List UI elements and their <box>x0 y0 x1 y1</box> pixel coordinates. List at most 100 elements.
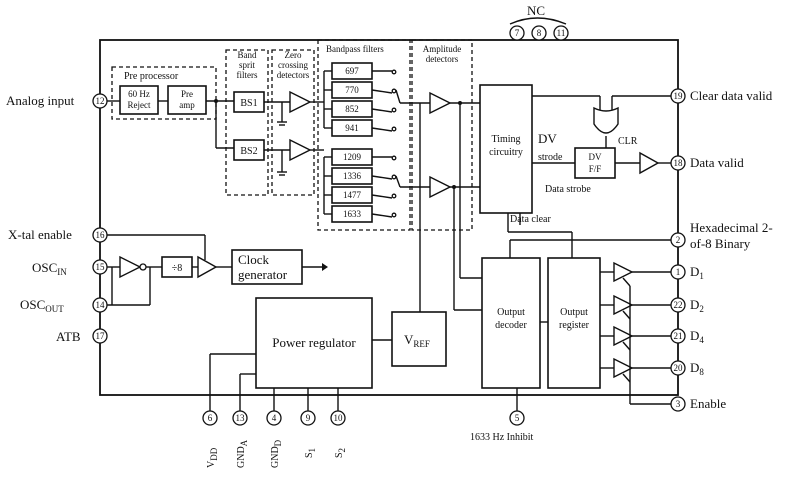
pin-xtal-16: 16 <box>92 227 108 243</box>
svg-text:1633 Hz Inhibit: 1633 Hz Inhibit <box>470 432 534 443</box>
svg-text:filters: filters <box>237 70 258 80</box>
svg-text:X-tal enable: X-tal enable <box>8 227 72 242</box>
svg-text:circuitry: circuitry <box>489 147 523 158</box>
svg-text:BS1: BS1 <box>240 98 257 109</box>
pin-data-valid-18: 18 <box>670 155 686 171</box>
svg-text:14: 14 <box>96 300 106 310</box>
svg-text:register: register <box>559 320 590 331</box>
svg-text:8: 8 <box>537 28 542 38</box>
svg-text:9: 9 <box>306 413 311 423</box>
svg-text:7: 7 <box>515 28 520 38</box>
svg-text:D8: D8 <box>690 360 704 377</box>
svg-text:D4: D4 <box>690 328 704 345</box>
bandpass-filter-label: 770 <box>345 85 359 95</box>
amplitude-detector-1 <box>429 91 452 115</box>
svg-text:19: 19 <box>674 91 684 101</box>
svg-text:21: 21 <box>674 331 683 341</box>
svg-text:4: 4 <box>272 413 277 423</box>
hz-reject-filter <box>119 85 159 115</box>
svg-text:of-8 Binary: of-8 Binary <box>690 236 751 251</box>
pin-osc-in-15: 15 <box>92 259 108 275</box>
pin-nc-8: 8 <box>531 25 547 41</box>
pin-d4-21: 21 <box>670 328 686 344</box>
svg-text:20: 20 <box>674 363 684 373</box>
bandpass-label: Bandpass filters <box>326 44 384 54</box>
bandpass-filter-941 <box>331 119 373 137</box>
svg-text:1: 1 <box>676 267 681 277</box>
clock-buffer <box>197 255 218 279</box>
svg-text:15: 15 <box>96 262 106 272</box>
zero-crossing-group <box>271 49 315 196</box>
svg-text:Clear data valid: Clear data valid <box>690 88 773 103</box>
band-split-group <box>225 49 269 196</box>
pin-nc-7: 7 <box>509 25 525 41</box>
svg-text:strode: strode <box>538 152 563 163</box>
zero-crossing-comparator-1 <box>289 90 312 114</box>
pin-d1-1: 1 <box>670 264 686 280</box>
pin-osc-out-14: 14 <box>92 297 108 313</box>
analog-input-label: Analog input <box>6 93 75 108</box>
svg-text:amp: amp <box>179 100 195 110</box>
pin-s1-9: 9 <box>300 410 316 426</box>
amplitude-detector-2 <box>429 175 452 199</box>
vref <box>391 311 447 367</box>
svg-text:Clock: Clock <box>238 252 270 267</box>
output-buffer-2 <box>613 294 634 316</box>
svg-text:Hexadecimal 2-: Hexadecimal 2- <box>690 220 773 235</box>
svg-text:generator: generator <box>238 267 288 282</box>
svg-text:detectors: detectors <box>426 54 459 64</box>
svg-text:2: 2 <box>676 235 681 245</box>
pin-gnda-13: 13 <box>232 410 248 426</box>
svg-text:Reject: Reject <box>128 100 151 110</box>
svg-text:CLR: CLR <box>618 136 638 147</box>
svg-text:GNDA: GNDA <box>236 439 249 468</box>
svg-text:DV: DV <box>538 131 557 146</box>
svg-text:F/F: F/F <box>589 164 602 174</box>
preamp <box>167 85 207 115</box>
pin-analog-12: 12 <box>92 93 108 109</box>
bandpass-filter-label: 1336 <box>343 171 362 181</box>
pin-atb-17: 17 <box>92 328 108 344</box>
output-decoder <box>481 257 541 389</box>
osc-inverter <box>119 255 142 279</box>
pin-s2-10: 10 <box>330 410 346 426</box>
zero-crossing-comparator-2 <box>289 138 312 162</box>
svg-text:OSCIN: OSCIN <box>32 260 67 277</box>
svg-text:10: 10 <box>334 413 344 423</box>
svg-text:Power regulator: Power regulator <box>272 335 356 350</box>
svg-text:D2: D2 <box>690 297 704 314</box>
svg-text:Timing: Timing <box>491 134 520 145</box>
svg-text:Band: Band <box>238 50 257 60</box>
svg-text:60 Hz: 60 Hz <box>128 89 150 99</box>
svg-text:detectors: detectors <box>277 70 310 80</box>
pre-processor-group <box>111 66 217 120</box>
pin-nc-11: 11 <box>553 25 569 41</box>
svg-text:Amplitude: Amplitude <box>423 44 462 54</box>
svg-text:crossing: crossing <box>278 60 308 70</box>
svg-text:ATB: ATB <box>56 329 81 344</box>
svg-text:decoder: decoder <box>495 320 527 331</box>
amplitude-detector-group <box>411 39 473 231</box>
svg-text:11: 11 <box>557 28 566 38</box>
svg-text:OSCOUT: OSCOUT <box>20 297 64 314</box>
output-buffer-bank <box>600 261 671 383</box>
nc-label: NC <box>527 3 545 18</box>
clock-generator <box>231 249 303 285</box>
pin-gndd-4: 4 <box>266 410 282 426</box>
pin-d2-22: 22 <box>670 297 686 313</box>
power-regulator <box>255 297 373 389</box>
pin-inhibit-5: 5 <box>509 410 525 426</box>
pin-clear-data-valid-19: 19 <box>670 88 686 104</box>
svg-text:Enable: Enable <box>690 396 726 411</box>
svg-text:S1: S1 <box>304 448 317 458</box>
output-buffer-3 <box>613 325 634 347</box>
pre-processor-label: Pre processor <box>124 71 179 82</box>
svg-text:5: 5 <box>515 413 520 423</box>
svg-text:17: 17 <box>96 331 106 341</box>
pin-hex-2: 2 <box>670 232 686 248</box>
svg-text:Data strobe: Data strobe <box>545 184 591 195</box>
svg-text:sprit: sprit <box>239 60 256 70</box>
bandpass-group <box>317 39 411 231</box>
